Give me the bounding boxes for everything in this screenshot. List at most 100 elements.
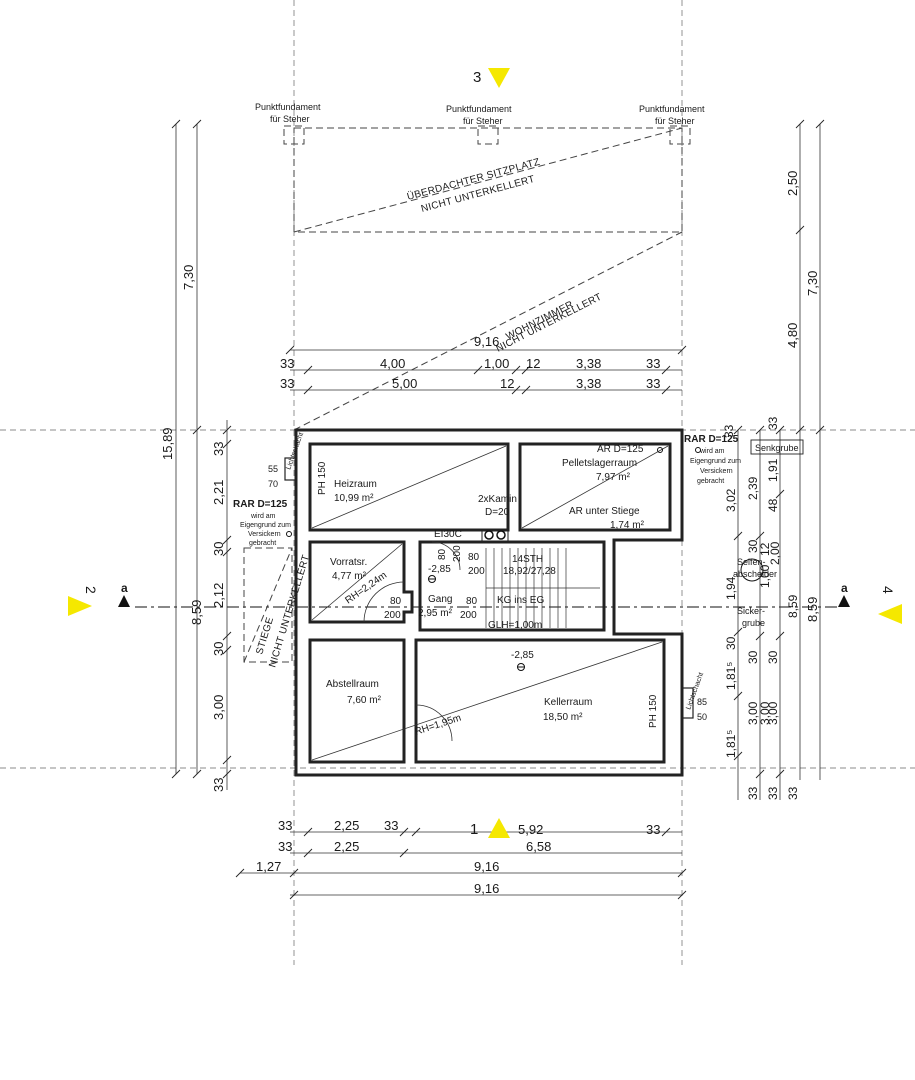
ei30c: EI30C xyxy=(434,529,462,540)
top-row2-a: 33 xyxy=(280,376,294,391)
right-col3-2: 48 xyxy=(766,498,780,512)
ar-stiege-name: AR unter Stiege xyxy=(569,506,640,517)
right-col2-3: 1,00 xyxy=(758,564,772,588)
bottom-row1-a: 33 xyxy=(278,818,292,833)
left-total: 8,59 xyxy=(189,600,204,625)
section-marker-right-label: 4 xyxy=(880,586,896,594)
door-200-b: 200 xyxy=(468,566,485,577)
door-80-c: 80 xyxy=(390,596,402,607)
abstell-name: Abstellraum xyxy=(326,679,379,690)
kamin-line1: 2xKamin xyxy=(478,494,517,505)
rar-right-title: RAR D=125 xyxy=(684,434,739,445)
door-200-a: 200 xyxy=(452,545,463,562)
bottom-dimensions: 33 2,25 33 5,92 33 33 2,25 6,58 1,27 9,1… xyxy=(256,818,660,896)
foundation-left-label-1: Punktfundament xyxy=(255,102,321,112)
right-top-total: 7,30 xyxy=(805,271,820,296)
rar-left-l1: wird am xyxy=(250,513,276,520)
right-col3-5: 30 xyxy=(766,650,780,664)
right-col2-5: 3,00 xyxy=(758,701,772,725)
stair-glh: GLH=1,00m xyxy=(488,620,542,631)
bottom-row1-d: 5,92 xyxy=(518,822,543,837)
abstell-area: 7,60 m² xyxy=(347,695,382,706)
section-marker-left-label: 2 xyxy=(83,586,99,594)
right-col2-6: 33 xyxy=(766,786,780,800)
right-col3-4: 8,59 xyxy=(786,594,800,618)
right-col1-3: 30 xyxy=(724,636,738,650)
top-row2-c: 12 xyxy=(500,376,514,391)
top-total: 9,16 xyxy=(474,334,499,349)
cut-label-right: a xyxy=(841,581,848,595)
left-chain-0: 33 xyxy=(211,442,226,456)
left-dimensions: 15,89 7,30 8,59 33 2,21 30 2,12 30 3,00 … xyxy=(160,265,226,792)
sicker-label-2: grube xyxy=(742,618,765,628)
door-80-b: 80 xyxy=(468,552,480,563)
bottom-row1-b: 2,25 xyxy=(334,818,359,833)
right-col1-6: 1,81⁵ xyxy=(724,730,738,758)
right-col2-2: 12 xyxy=(758,542,772,556)
rar-left-l2: Eigengrund zum xyxy=(240,522,291,529)
right-col3-1: 1,91 xyxy=(766,458,780,482)
section-marker-top xyxy=(488,68,510,88)
top-row1-e: 3,38 xyxy=(576,356,601,371)
heizraum-ph: PH 150 xyxy=(317,461,328,495)
cut-arrow-right xyxy=(838,595,850,607)
door-200-c: 200 xyxy=(384,610,401,621)
right-col3-7: 33 xyxy=(786,786,800,800)
rar-right-l2: Eigengrund zum xyxy=(690,458,741,465)
seifen-label-1: Seifen- xyxy=(737,557,766,567)
stair-steps: 14STH xyxy=(512,554,543,565)
foundation-mid-label-2: für Steher xyxy=(463,116,503,126)
lichtschacht-bottom-a: 85 xyxy=(697,697,707,707)
section-marker-bottom xyxy=(488,818,510,838)
door-80-a: 80 xyxy=(437,548,448,560)
lichtschacht-top-b: 70 xyxy=(268,479,278,489)
top-row1-d: 12 xyxy=(526,356,540,371)
door-80-d: 80 xyxy=(466,596,478,607)
section-marker-left xyxy=(68,596,92,616)
section-marker-right xyxy=(878,604,902,624)
dimension-lines xyxy=(171,119,825,900)
vorrat-level: -2,85 xyxy=(428,564,451,575)
bottom-row1-c: 33 xyxy=(384,818,398,833)
heizraum-area: 10,99 m² xyxy=(334,493,374,504)
rar-right-l3: Versickern xyxy=(700,468,733,475)
keller-level: -2,85 xyxy=(511,650,534,661)
gang-area: 2,95 m² xyxy=(418,608,453,619)
foundation-right-label-1: Punktfundament xyxy=(639,104,705,114)
right-top-a: 2,50 xyxy=(785,171,800,196)
keller-area: 18,50 m² xyxy=(543,712,583,723)
senkgrube-label: Senkgrube xyxy=(755,443,799,453)
right-col2-4: 30 xyxy=(746,650,760,664)
lichtschacht-bottom-b: 50 xyxy=(697,712,707,722)
top-row1-a: 33 xyxy=(280,356,294,371)
rar-left-title: RAR D=125 xyxy=(233,499,288,510)
top-row2-e: 33 xyxy=(646,376,660,391)
rar-right-l1: wird am xyxy=(699,448,725,455)
pellets-name: Pelletslagerraum xyxy=(562,458,637,469)
top-row1-b: 4,00 xyxy=(380,356,405,371)
walls xyxy=(284,428,764,777)
left-chain-5: 3,00 xyxy=(211,695,226,720)
right-col1-7: 33 xyxy=(746,786,760,800)
top-row1-f: 33 xyxy=(646,356,660,371)
left-chain-2: 30 xyxy=(211,542,226,556)
right-dimensions: 2,50 4,80 7,30 8,59 33 3,02 1,94 30 1,81… xyxy=(722,171,820,800)
top-row2-b: 5,00 xyxy=(392,376,417,391)
left-chain-4: 30 xyxy=(211,642,226,656)
right-col2-0: 2,39 xyxy=(746,476,760,500)
right-col1-2: 1,94 xyxy=(724,576,738,600)
right-col1-1: 3,02 xyxy=(724,488,738,512)
right-top-b: 4,80 xyxy=(785,323,800,348)
right-col3-6: 3,00 xyxy=(766,701,780,725)
bottom-row3-b: 9,16 xyxy=(474,859,499,874)
right-col1-5: 3,00 xyxy=(746,701,760,725)
stair-ratio: 18,92/27,28 xyxy=(503,566,556,577)
bottom-row2-a: 33 xyxy=(278,839,292,854)
diagonal-labels: ÜBERDACHTER SITZPLATZ NICHT UNTERKELLERT… xyxy=(254,156,604,669)
kamin-line2: D=20 xyxy=(485,507,510,518)
right-col1-0: 33 xyxy=(722,424,736,438)
section-marker-top-label: 3 xyxy=(473,69,481,86)
sicker-label-1: Sicker- xyxy=(737,606,765,616)
foundation-left-label-2: für Steher xyxy=(270,114,310,124)
